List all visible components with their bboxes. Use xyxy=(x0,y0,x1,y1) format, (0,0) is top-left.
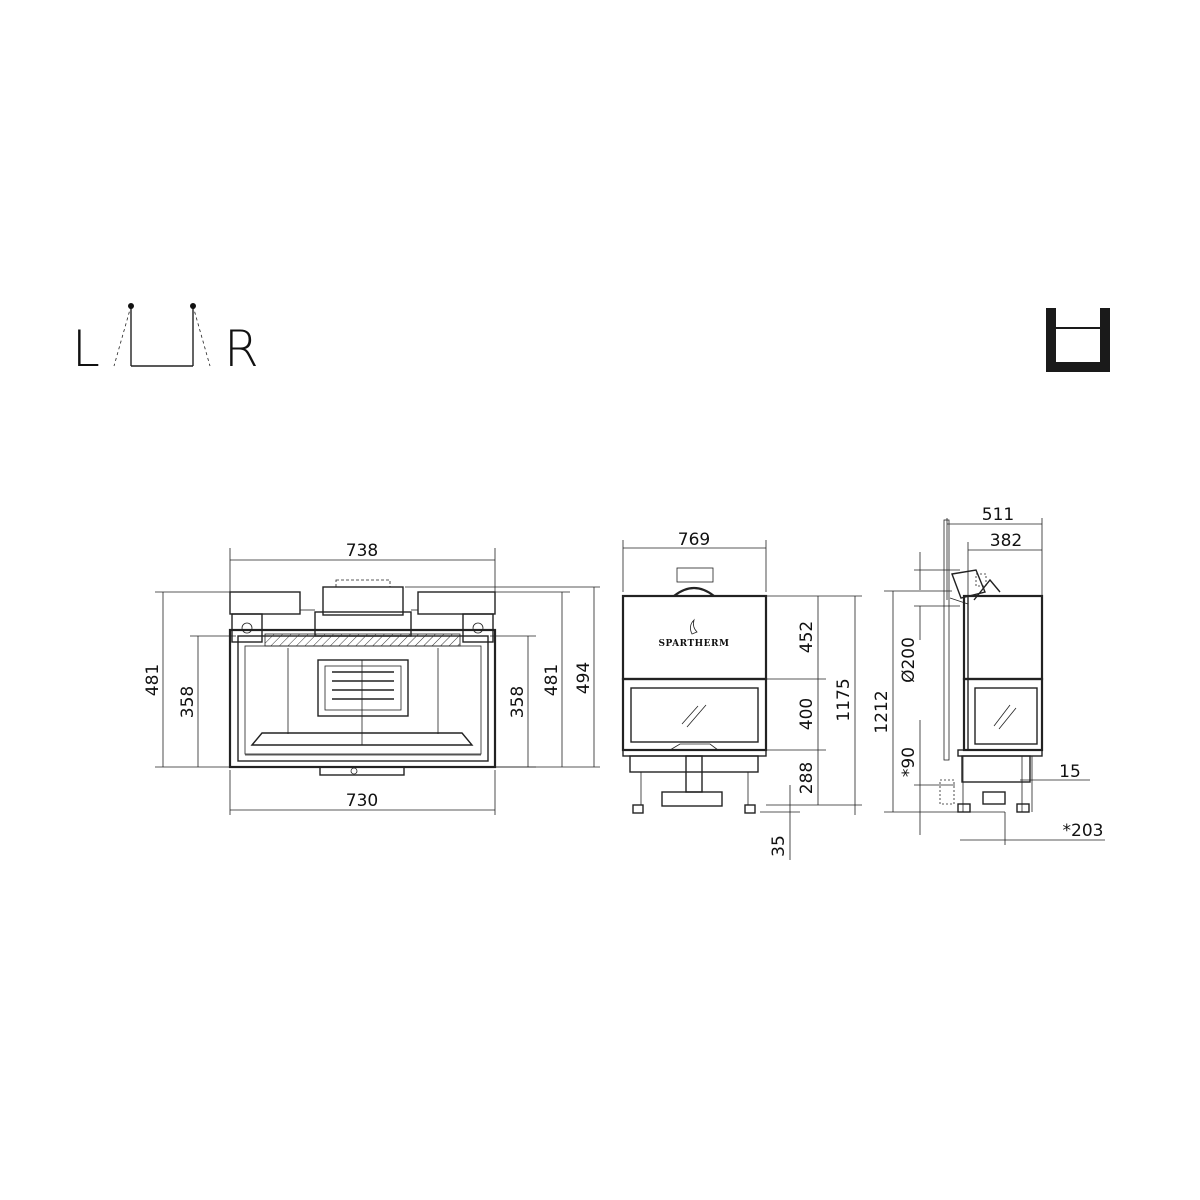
side-view: 769 452 400 288 1175 35 SPARTHERM xyxy=(621,530,862,860)
dim-glass-section: 400 xyxy=(797,698,817,730)
dim-left-inner: 358 xyxy=(178,686,198,718)
dim-side-width: 769 xyxy=(678,530,710,550)
dim-right-inner: 358 xyxy=(508,686,528,718)
three-sided-icon xyxy=(1046,308,1110,372)
dim-foot-height: 35 xyxy=(769,835,789,857)
dim-top-width: 738 xyxy=(346,541,378,561)
flame-icon xyxy=(690,618,698,635)
right-letter: R xyxy=(224,320,259,378)
dim-flue-diameter: Ø200 xyxy=(899,637,919,683)
dim-opt-depth: *203 xyxy=(1063,821,1104,841)
dim-right-total: 494 xyxy=(574,662,594,694)
dim-right-outer: 481 xyxy=(542,664,562,696)
lr-legend: L R xyxy=(72,303,259,378)
legend-left-dot xyxy=(128,303,134,309)
dim-offset: 15 xyxy=(1059,762,1081,782)
dim-depth-total-height: 1212 xyxy=(872,690,892,733)
dim-opt-height: *90 xyxy=(899,747,919,777)
depth-view: 511 382 Ø200 1212 *90 15 *203 xyxy=(872,505,1105,845)
dim-side-total: 1175 xyxy=(834,678,854,721)
dim-base-section: 288 xyxy=(797,762,817,794)
dim-upper-section: 452 xyxy=(797,621,817,653)
legend-right-dashed xyxy=(192,305,211,367)
brand-logo: SPARTHERM xyxy=(659,639,730,649)
dim-bottom-width: 730 xyxy=(346,791,378,811)
left-letter: L xyxy=(72,320,100,378)
front-view: 738 730 481 358 358 481 494 xyxy=(143,541,600,815)
legend-left-dashed xyxy=(113,305,132,367)
dim-left-outer: 481 xyxy=(143,664,163,696)
dim-inner-depth: 382 xyxy=(990,531,1022,551)
dim-total-depth: 511 xyxy=(982,505,1014,525)
legend-right-dot xyxy=(190,303,196,309)
